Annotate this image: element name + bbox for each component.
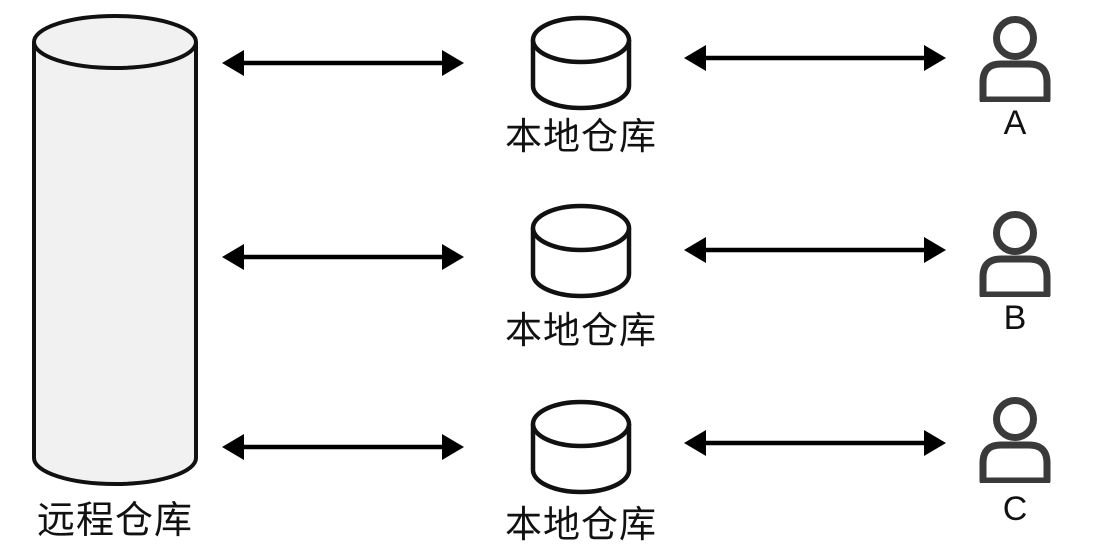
local-repo-label-1: 本地仓库 (505, 116, 657, 157)
sync-arrow-remote-local-3 (222, 434, 464, 460)
sync-arrow-remote-local-2 (222, 244, 464, 270)
sync-arrow-local-user-3 (684, 430, 946, 456)
sync-arrow-remote-local-1 (222, 50, 464, 76)
remote-repo-cylinder-icon (32, 14, 198, 486)
user-icon-a (979, 16, 1051, 102)
local-repo-cylinder-icon-2 (530, 203, 632, 299)
sync-arrow-local-user-2 (684, 237, 946, 263)
local-repo-label-3: 本地仓库 (505, 504, 657, 545)
user-label-c: C (1002, 490, 1028, 528)
sync-arrow-local-user-1 (684, 45, 946, 71)
remote-repo-label: 远程仓库 (36, 500, 193, 542)
local-repo-label-2: 本地仓库 (505, 310, 657, 351)
local-repo-cylinder-icon-3 (530, 399, 632, 495)
user-icon-c (979, 397, 1051, 483)
user-icon-b (979, 211, 1051, 297)
user-label-a: A (1003, 104, 1027, 142)
local-repo-cylinder-icon-1 (530, 15, 632, 111)
user-label-b: B (1003, 299, 1027, 337)
